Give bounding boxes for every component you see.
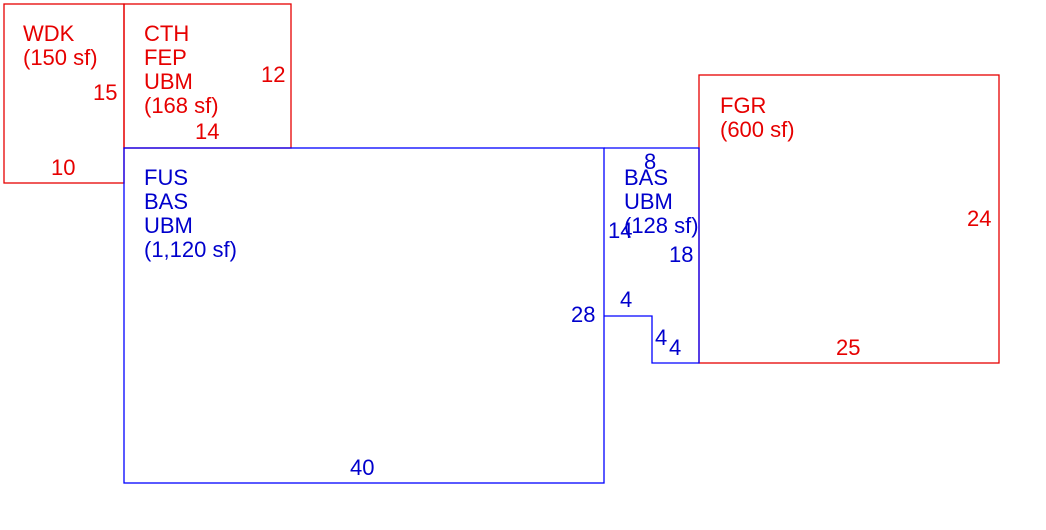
area-wdk-code: WDK [23, 21, 75, 46]
area-cth-dim-bottom: 14 [195, 119, 219, 144]
area-bas-dim-notch-side: 4 [655, 325, 667, 350]
area-bas-dim-right: 18 [669, 242, 693, 267]
area-fus-code-3: UBM [144, 213, 193, 238]
area-bas: BAS UBM (128 sf) 8 14 18 4 4 4 [604, 147, 700, 364]
area-fus-code-1: FUS [144, 165, 188, 190]
area-cth-code-3: UBM [144, 69, 193, 94]
area-cth: CTH FEP UBM (168 sf) 12 14 [123, 3, 292, 149]
area-fgr-code: FGR [720, 93, 766, 118]
area-bas-code-2: UBM [624, 189, 673, 214]
area-wdk-size: (150 sf) [23, 45, 98, 70]
area-wdk-dim-bottom: 10 [51, 155, 75, 180]
area-fus-code-2: BAS [144, 189, 188, 214]
area-fgr: FGR (600 sf) 24 25 [698, 74, 1000, 364]
area-bas-dim-bottom: 4 [669, 335, 681, 360]
area-cth-code-2: FEP [144, 45, 187, 70]
area-fus-outline [123, 147, 605, 484]
area-fgr-dim-bottom: 25 [836, 335, 860, 360]
area-cth-dim-right: 12 [261, 62, 285, 87]
area-fgr-size: (600 sf) [720, 117, 795, 142]
area-bas-code-1: BAS [624, 165, 668, 190]
area-fus: FUS BAS UBM (1,120 sf) 28 40 [123, 147, 605, 484]
area-wdk: WDK (150 sf) 15 10 [3, 3, 125, 184]
area-fus-dim-right: 28 [571, 302, 595, 327]
area-bas-dim-notch-top: 4 [620, 287, 632, 312]
area-bas-outline [604, 147, 700, 364]
area-bas-dim-top: 8 [644, 149, 656, 174]
area-bas-size: (128 sf) [624, 213, 699, 238]
area-fgr-dim-right: 24 [967, 206, 991, 231]
area-bas-dim-left: 14 [608, 218, 632, 243]
area-fus-size: (1,120 sf) [144, 237, 237, 262]
area-fus-dim-bottom: 40 [350, 455, 374, 480]
area-cth-size: (168 sf) [144, 93, 219, 118]
area-cth-code-1: CTH [144, 21, 189, 46]
area-wdk-dim-right: 15 [93, 80, 117, 105]
